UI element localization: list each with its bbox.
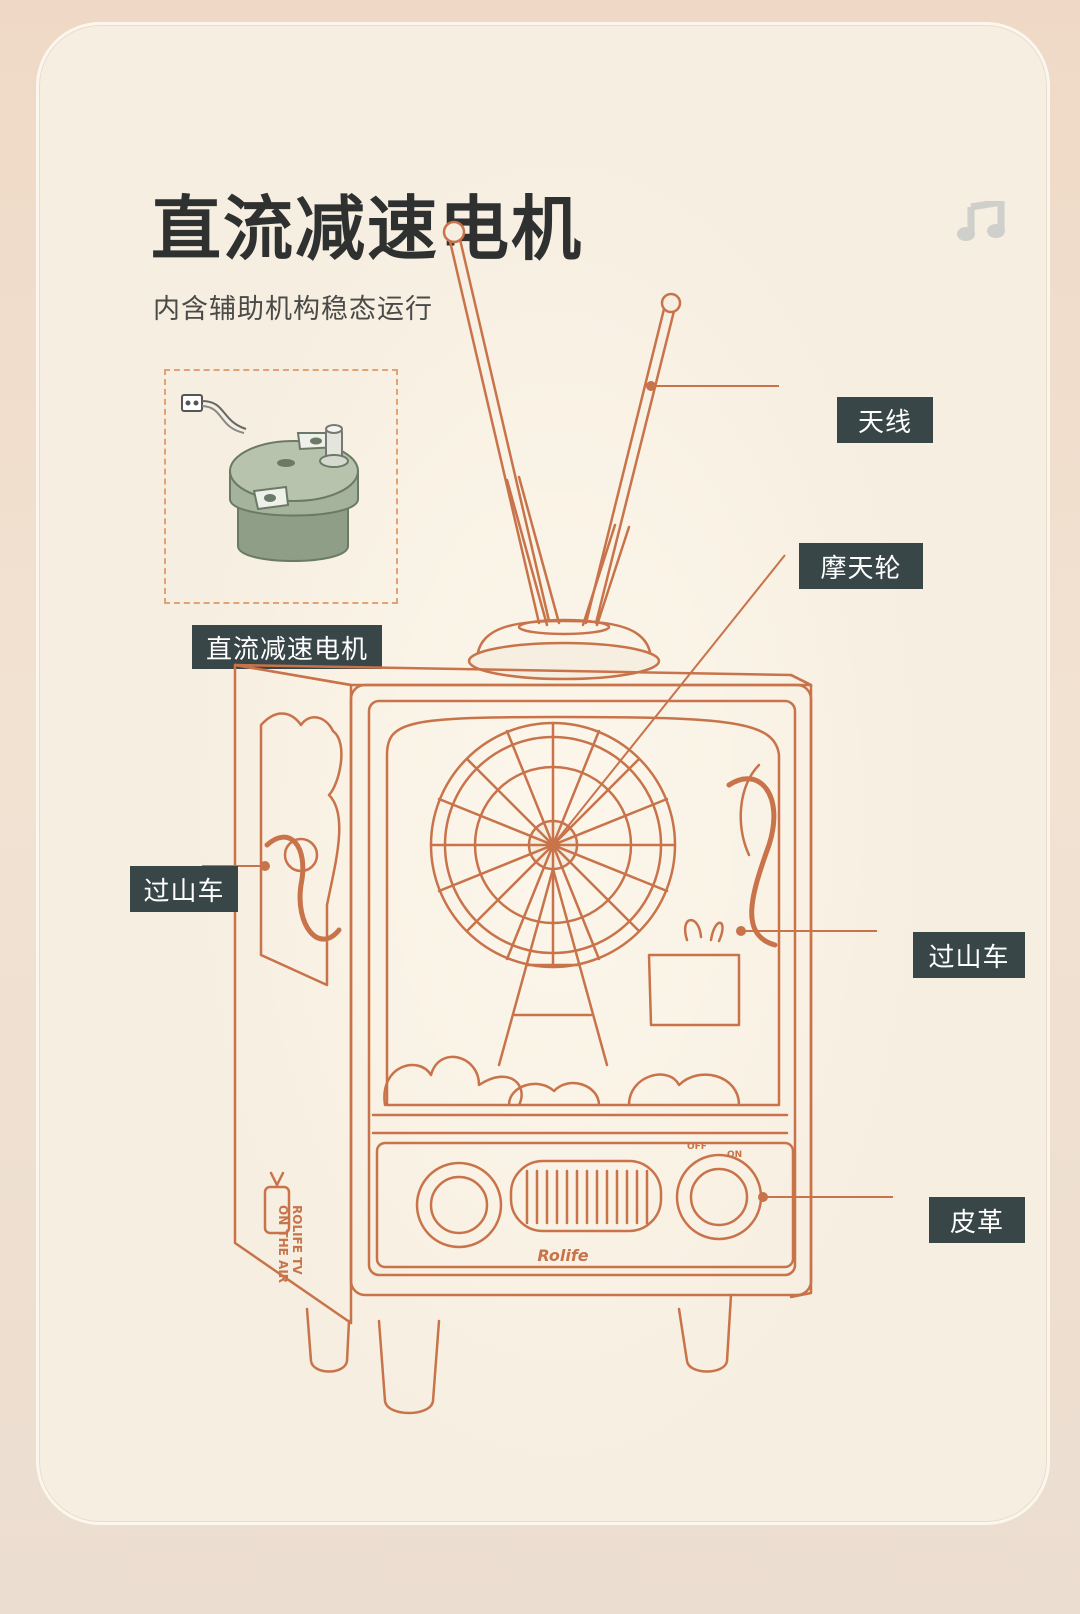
callout-coaster-right: 过山车 [913, 932, 1025, 978]
motor-label: 直流减速电机 [192, 625, 382, 669]
ferris-wheel [429, 721, 677, 1067]
brand-logo: Rolife [537, 1246, 588, 1265]
antenna-left [442, 220, 561, 627]
callout-leather: 皮革 [929, 1197, 1025, 1243]
music-note-icon[interactable] [957, 201, 1005, 243]
motor-image-frame [164, 369, 398, 604]
page-subtitle: 内含辅助机构稳态运行 [153, 294, 433, 325]
callout-antenna: 天线 [837, 397, 933, 443]
dc-gear-motor-image [181, 394, 359, 562]
callout-coaster-left: 过山车 [130, 866, 238, 912]
tv-music-box-illustration: ROLIFE TV ON THE AIR Rolife OFF ON [202, 220, 893, 1415]
knob-on-label: ON [727, 1150, 742, 1160]
callout-lines [202, 381, 893, 1202]
callout-ferris-wheel: 摩天轮 [799, 543, 923, 589]
knob-off-label: OFF [687, 1142, 707, 1152]
product-card: 直流减速电机 内含辅助机构稳态运行 [36, 22, 1050, 1525]
side-text-line1: ROLIFE TV [290, 1205, 304, 1275]
page-title: 直流减速电机 [151, 188, 583, 270]
antenna-right [581, 292, 682, 627]
side-text-line2: ON THE AIR [276, 1205, 290, 1283]
